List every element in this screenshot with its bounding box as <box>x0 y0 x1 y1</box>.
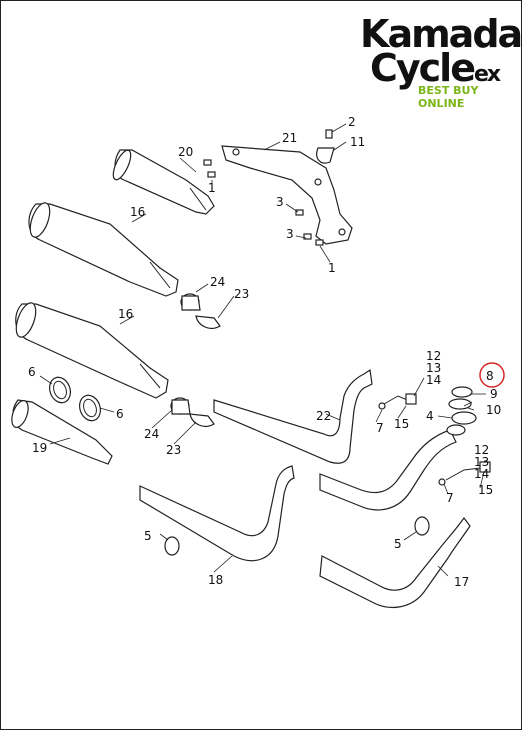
part-15-o2-sensor-upper[interactable] <box>378 393 417 410</box>
callout-17: 17 <box>454 575 469 589</box>
callout-numbers: 20 21 2 11 1 3 3 1 16 24 23 16 6 6 24 23… <box>28 115 501 589</box>
part-18-header-pipe[interactable] <box>139 465 295 562</box>
callout-15a: 15 <box>394 417 409 431</box>
part-6-ring-right[interactable] <box>76 392 104 423</box>
callout-3a: 3 <box>276 195 284 209</box>
callout-24a: 24 <box>210 275 225 289</box>
logo-word-2: Cycle <box>370 46 476 90</box>
callout-22: 22 <box>316 409 331 423</box>
callout-14a: 14 <box>426 373 441 387</box>
part-17-rear-pipe[interactable] <box>319 516 471 609</box>
callout-16b: 16 <box>118 307 133 321</box>
callout-21: 21 <box>282 131 297 145</box>
fastener-bolts[interactable] <box>203 159 324 246</box>
callout-8: 8 <box>486 369 494 383</box>
callout-6a: 6 <box>28 365 36 379</box>
callout-19: 19 <box>32 441 47 455</box>
callout-16a: 16 <box>130 205 145 219</box>
callout-18: 18 <box>208 573 223 587</box>
callout-2: 2 <box>348 115 356 129</box>
part-6-ring-left[interactable] <box>46 374 74 405</box>
logo-tagline: BEST BUY ONLINE <box>418 84 479 110</box>
callout-5b: 5 <box>394 537 402 551</box>
callout-20: 20 <box>178 145 193 159</box>
callout-6b: 6 <box>116 407 124 421</box>
callout-3b: 3 <box>286 227 294 241</box>
part-5-ring-left[interactable] <box>164 536 180 556</box>
logo-word-1: Kamada <box>360 12 523 56</box>
part-19-muffler[interactable] <box>9 398 113 465</box>
part-21-bracket[interactable] <box>221 145 353 245</box>
part-11-clamp[interactable] <box>316 129 335 164</box>
callout-4: 4 <box>426 409 434 423</box>
part-16-muffler-lower[interactable] <box>12 300 169 399</box>
callout-12a: 12 <box>426 349 441 363</box>
part-16-muffler-upper[interactable] <box>26 200 179 297</box>
callout-7a: 7 <box>376 421 384 435</box>
part-15-o2-sensor-lower[interactable] <box>438 461 491 486</box>
highlight-circle-part-8 <box>479 362 505 388</box>
logo-suffix: ex <box>474 62 501 87</box>
callout-23a: 23 <box>234 287 249 301</box>
part-23-clamp-lower[interactable] <box>189 413 215 427</box>
part-23-clamp-upper[interactable] <box>195 315 221 329</box>
callout-5a: 5 <box>144 529 152 543</box>
callout-11: 11 <box>350 135 365 149</box>
callout-12b: 12 <box>474 443 489 457</box>
callout-1a: 1 <box>208 181 216 195</box>
callout-1b: 1 <box>328 261 336 275</box>
callout-13a: 13 <box>426 361 441 375</box>
callout-24b: 24 <box>144 427 159 441</box>
part-22-header-pipe[interactable] <box>213 368 457 511</box>
part-8-9-10-flange[interactable] <box>446 386 477 436</box>
part-20-muffler[interactable] <box>110 148 215 215</box>
callout-14b: 14 <box>474 467 489 481</box>
part-24-adapter-upper[interactable] <box>180 293 201 311</box>
callout-15b: 15 <box>478 483 493 497</box>
part-24-adapter-lower[interactable] <box>170 397 191 415</box>
callout-leaders <box>39 123 486 577</box>
part-5-ring-right[interactable] <box>414 516 430 536</box>
callout-7b: 7 <box>446 491 454 505</box>
callout-9: 9 <box>490 387 498 401</box>
brand-logo: Kamada Cycle ex BEST BUY ONLINE <box>356 12 523 110</box>
callout-10: 10 <box>486 403 501 417</box>
callout-23b: 23 <box>166 443 181 457</box>
callout-13b: 13 <box>474 455 489 469</box>
